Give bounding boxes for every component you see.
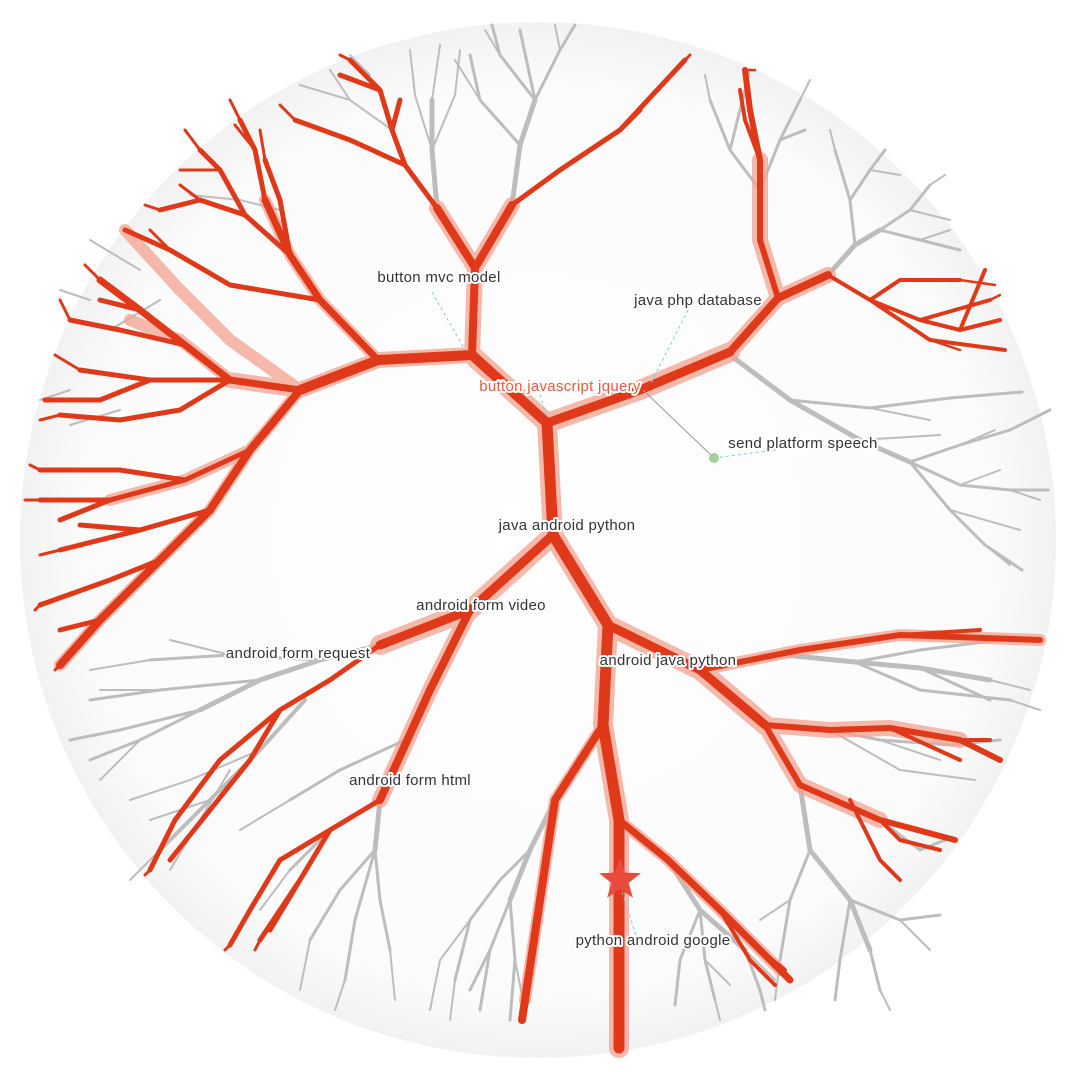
label-android-java-python: android java python bbox=[600, 652, 737, 669]
label-java-php-database: java php database bbox=[633, 292, 762, 309]
leader-line-button-javascript-jquery bbox=[539, 394, 548, 419]
connector-line bbox=[642, 389, 715, 459]
trunk-branch bbox=[541, 417, 625, 1054]
leader-lines bbox=[431, 291, 791, 936]
highlight-branches bbox=[23, 53, 1043, 1054]
label-android-form-request: android form request bbox=[226, 645, 371, 662]
label-android-form-video: android form video bbox=[416, 597, 546, 614]
label-python-android-google: python android google bbox=[576, 932, 731, 949]
label-button-mvc-model: button mvc model bbox=[377, 269, 500, 286]
leader-line-send-platform-speech bbox=[713, 447, 791, 459]
leader-line-python-android-google bbox=[621, 891, 637, 936]
leader-line-button-mvc-model bbox=[431, 291, 466, 351]
star-icon bbox=[599, 858, 641, 898]
node-labels: button mvc model java php database butto… bbox=[224, 267, 880, 951]
dot-icon bbox=[709, 453, 719, 463]
label-java-android-python: java android python bbox=[498, 517, 636, 534]
leader-line-java-php-database bbox=[649, 309, 689, 386]
label-button-javascript-jquery: button javascript jquery bbox=[479, 378, 641, 395]
label-send-platform-speech: send platform speech bbox=[728, 435, 877, 452]
label-android-form-html: android form html bbox=[349, 772, 471, 789]
